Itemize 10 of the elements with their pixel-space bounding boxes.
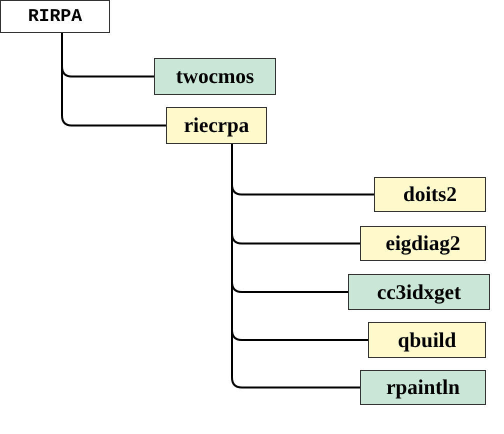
routine-box: qbuild: [368, 322, 486, 358]
routine-box: cc3idxget: [348, 274, 490, 310]
tree-connector: [231, 144, 360, 388]
root-box: RIRPA: [0, 0, 110, 33]
routine-box: twocmos: [154, 58, 276, 95]
routine-box: rpaintln: [360, 370, 486, 405]
tree-connector: [61, 33, 166, 126]
routine-box: riecrpa: [166, 107, 267, 144]
routine-box: eigdiag2: [360, 226, 486, 261]
routine-box: doits2: [374, 177, 486, 212]
